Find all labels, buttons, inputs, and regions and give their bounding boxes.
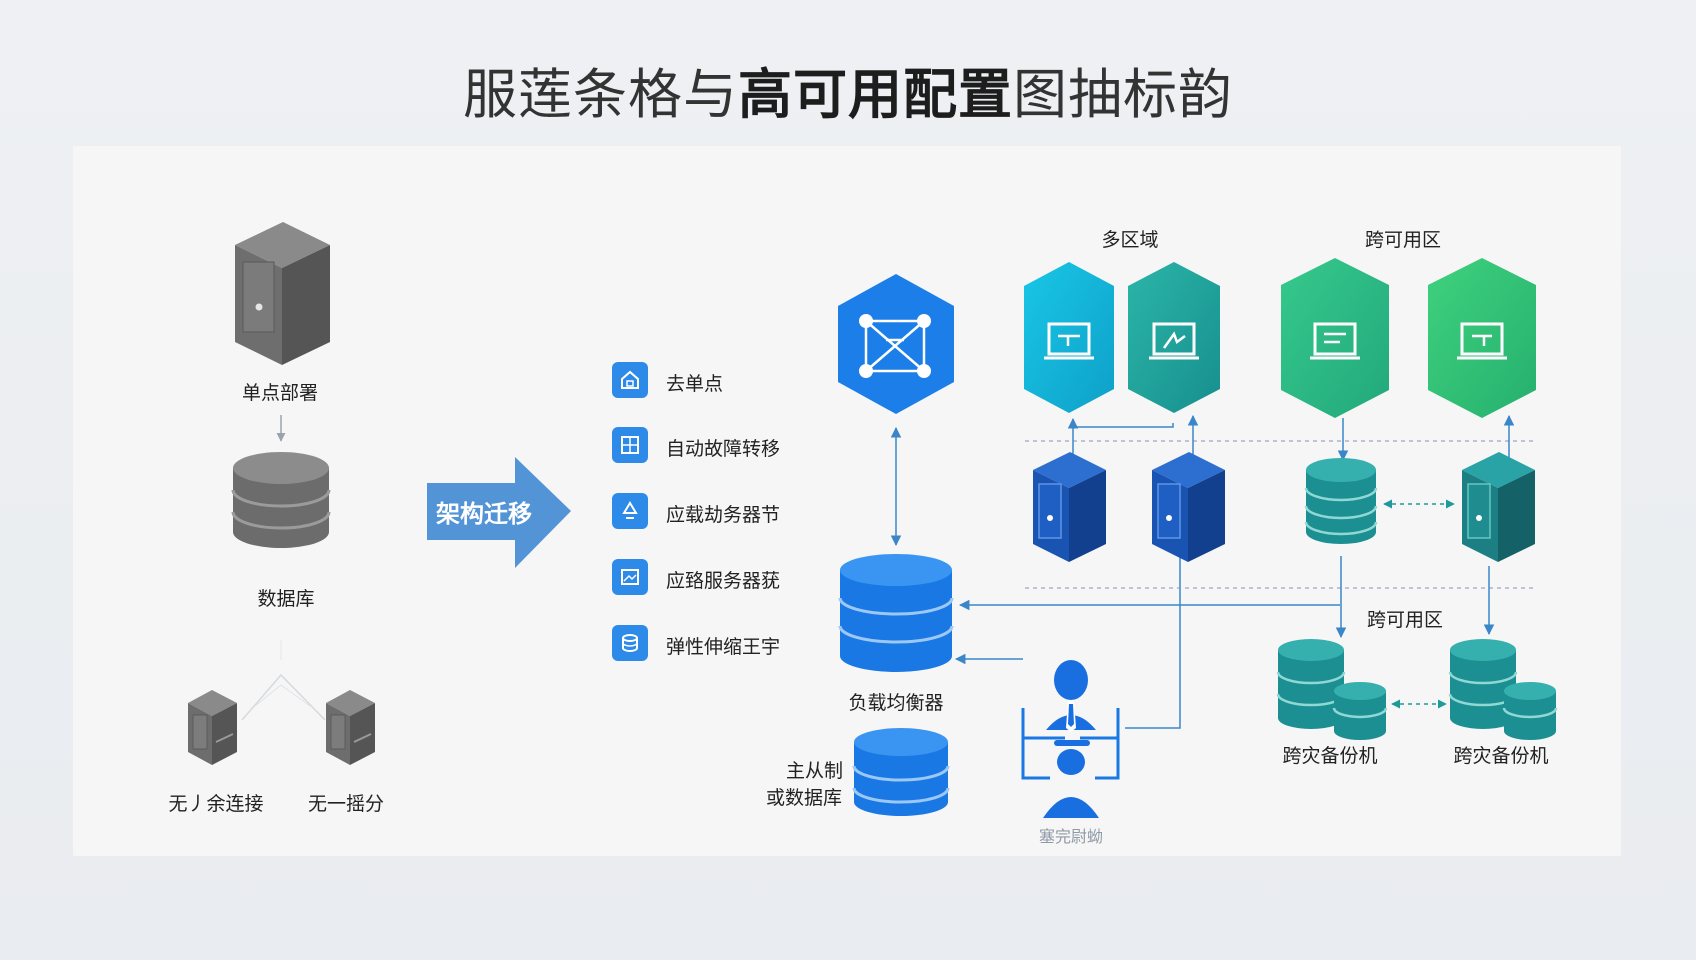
feature-label-3: 应载劫务器节 [666,504,781,526]
az-database-icon [1304,458,1378,544]
single-server-icon [235,222,330,365]
title-part-2: 高可用配置 [738,63,1013,126]
small-server-icon-right [326,690,375,765]
no-split-label: 无一摇分 [307,793,385,815]
home-icon [612,362,648,398]
feature-label-5: 弹性伸缩王宇 [666,636,781,658]
dr-backup-database-icon-1 [1276,639,1388,740]
small-server-icon-left [188,690,237,765]
master-slave-database-icon [852,728,950,816]
grid-icon [612,427,648,463]
load-balancer-label: 负载均衡器 [848,692,944,714]
title-part-3: 图抽标韵 [1013,63,1233,126]
left-database-icon [231,452,331,548]
region-hex-teal-icon [1128,262,1220,413]
feature-label-2: 自动故障转移 [666,438,781,460]
cross-az-top-label: 跨可用区 [1364,229,1442,251]
dr-backup-database-icon-2 [1448,639,1558,740]
page-title: 服莲条格与高可用配置图抽标韵 [0,50,1696,129]
central-database-icon [838,554,954,672]
master-slave-label-1: 主从制 [786,760,844,782]
az-hex-green-icon-1 [1281,258,1389,418]
user-caption: 塞完尉蚴 [1038,827,1104,846]
feature-label-1: 去单点 [666,373,724,395]
dr-backup-label-2: 跨灾备份机 [1453,745,1549,767]
cross-az-mid-label: 跨可用区 [1366,609,1444,631]
single-point-label: 单点部署 [241,382,319,404]
load-balancer-hex-icon [838,274,954,414]
migration-arrow [427,457,571,568]
database-icon [612,625,648,661]
az-server-icon [1462,452,1535,562]
feature-label-4: 应臵服务器莸 [666,570,781,592]
az-hex-green-icon-2 [1428,258,1536,418]
region-hex-cyan-icon [1024,262,1114,413]
multi-region-label: 多区域 [1101,229,1159,251]
title-part-1: 服莲条格与 [463,63,738,126]
migration-label: 架构迁移 [436,500,532,528]
image-icon [612,559,648,595]
dr-backup-label-1: 跨灾备份机 [1282,745,1378,767]
database-label: 数据库 [257,588,315,610]
region-server-icon-2 [1152,452,1225,562]
recycle-icon [612,493,648,529]
region-server-icon-1 [1033,452,1106,562]
master-slave-label-2: 或数据库 [766,787,843,809]
user-operator-icon [1021,660,1120,818]
no-redundancy-label: 无丿余连接 [168,793,264,815]
